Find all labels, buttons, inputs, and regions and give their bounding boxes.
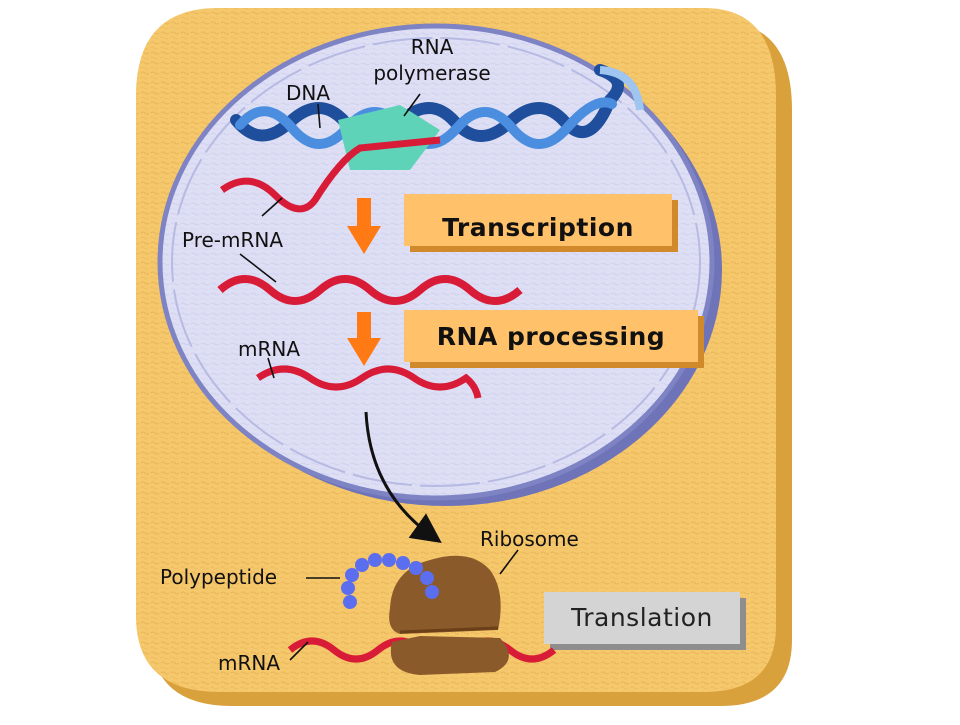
ribosome-label: Ribosome <box>480 527 579 551</box>
translation-box: Translation <box>544 592 746 650</box>
rna-processing-label: RNA processing <box>437 322 665 351</box>
export-arrow <box>364 411 442 543</box>
rna-processing-box: RNA processing <box>404 310 704 368</box>
pre-mrna-label: Pre-mRNA <box>182 228 283 252</box>
pre-mrna-strand <box>217 275 523 305</box>
mrna-cytoplasm-label: mRNA <box>218 651 280 675</box>
transcription-arrow <box>347 198 381 254</box>
nascent-rna-strand <box>219 136 441 213</box>
polymerase-label: polymerase <box>373 61 490 85</box>
leader-lines <box>239 93 519 661</box>
rna-label: RNA <box>411 35 454 59</box>
transcription-label: Transcription <box>442 213 634 242</box>
nucleus <box>157 23 722 506</box>
mrna-strand-nucleus <box>256 365 482 399</box>
ribosome <box>389 555 509 675</box>
translation-label: Translation <box>570 603 713 632</box>
mrna-nucleus-label: mRNA <box>238 337 300 361</box>
polypeptide-chain <box>341 553 439 609</box>
rna-polymerase <box>338 105 440 170</box>
transcription-box: Transcription <box>404 194 678 252</box>
processing-arrow <box>347 312 381 366</box>
dna-label: DNA <box>286 81 330 105</box>
polypeptide-label: Polypeptide <box>160 565 277 589</box>
